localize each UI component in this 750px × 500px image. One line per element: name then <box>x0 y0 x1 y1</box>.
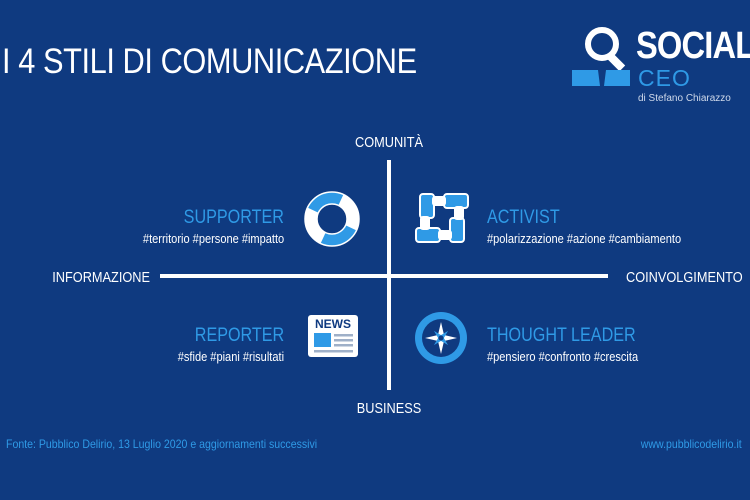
axis-label-left: INFORMAZIONE <box>52 269 150 286</box>
quadrant-tags-thought-leader: #pensiero #confronto #crescita <box>487 349 639 364</box>
axis-label-top: COMUNITÀ <box>355 134 423 151</box>
footer-source: Fonte: Pubblico Delirio, 13 Luglio 2020 … <box>6 437 318 451</box>
joined-hands-icon <box>415 193 469 243</box>
page-title: I 4 STILI DI COMUNICAZIONE <box>2 42 417 81</box>
compass-icon <box>415 312 467 364</box>
quadrant-title-activist: ACTIVIST <box>487 207 560 228</box>
quadrant-tags-supporter: #territorio #persone #impatto <box>142 231 284 246</box>
axis-label-right: COINVOLGIMENTO <box>626 269 743 286</box>
newspaper-icon: NEWS <box>308 315 358 357</box>
quadrant-title-thought-leader: THOUGHT LEADER <box>487 325 636 346</box>
axis-label-bottom: BUSINESS <box>356 400 422 417</box>
magnifier-person-icon <box>572 27 630 86</box>
quadrant-title-reporter: REPORTER <box>194 325 284 346</box>
logo-word: SOCIAL <box>636 25 750 67</box>
newspaper-icon-text: NEWS <box>315 317 351 331</box>
quadrant-tags-reporter: #sfide #piani #risultati <box>177 349 284 364</box>
footer-url[interactable]: www.pubblicodelirio.it <box>641 437 742 451</box>
logo-sub: CEO <box>638 65 691 91</box>
logo-byline: di Stefano Chiarazzo <box>638 93 731 104</box>
quadrant-title-supporter: SUPPORTER <box>183 207 284 228</box>
lifebuoy-icon <box>304 191 360 247</box>
quadrant-tags-activist: #polarizzazione #azione #cambiamento <box>487 231 682 246</box>
logo <box>568 24 748 114</box>
